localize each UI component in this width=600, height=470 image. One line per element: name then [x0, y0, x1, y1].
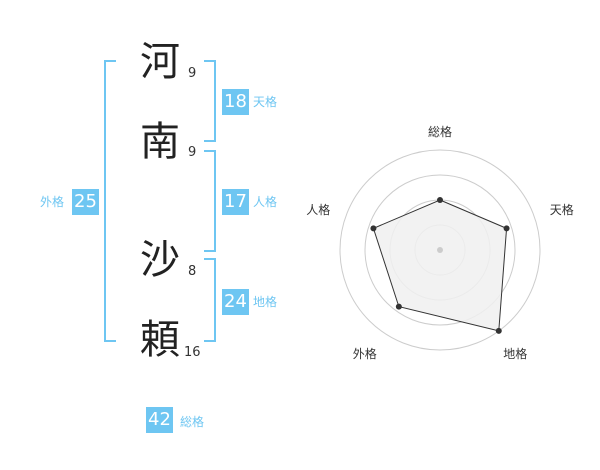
radar-axis-label-5: 人格	[306, 203, 331, 218]
name-char-4: 頼	[140, 317, 180, 363]
stroke-count-4: 16	[184, 345, 201, 360]
radar-axis-label-4: 外格	[352, 346, 377, 361]
name-char-3: 沙	[140, 237, 180, 283]
radar-polygon	[372, 199, 508, 332]
radar-point-1	[437, 197, 443, 203]
soukaku-value: 42	[146, 407, 173, 433]
jinkaku-value: 17	[222, 189, 249, 215]
tenkaku-value: 18	[222, 89, 249, 115]
tenkaku-bracket	[204, 60, 216, 142]
radar-center-dot	[437, 247, 443, 253]
gaikaku-bracket	[104, 60, 116, 342]
radar-point-3	[495, 327, 502, 334]
radar-axis-label-3: 地格	[503, 346, 528, 361]
gaikaku-label: 外格	[40, 195, 65, 209]
radar-axis-label-2: 天格	[549, 203, 574, 218]
name-char-2: 南	[140, 119, 180, 165]
radar-ring	[364, 174, 516, 326]
radar-ring	[339, 149, 541, 351]
soukaku-label: 総格	[180, 415, 205, 429]
jinkaku-bracket	[204, 150, 216, 252]
chikaku-value: 24	[222, 289, 249, 315]
gaikaku-value: 25	[72, 189, 99, 215]
radar-axis-label-1: 総格	[427, 125, 453, 139]
jinkaku-label: 人格	[253, 195, 278, 209]
radar-point-4	[395, 303, 402, 310]
chikaku-label: 地格	[253, 295, 278, 309]
stroke-count-1: 9	[188, 66, 197, 81]
stroke-count-3: 8	[188, 264, 197, 279]
radar-chart	[339, 149, 541, 351]
name-char-1: 河	[140, 39, 180, 85]
tenkaku-label: 天格	[253, 95, 278, 109]
radar-point-5	[370, 225, 377, 232]
chikaku-bracket	[204, 258, 216, 342]
radar-point-2	[503, 225, 510, 232]
stroke-count-2: 9	[188, 145, 197, 160]
